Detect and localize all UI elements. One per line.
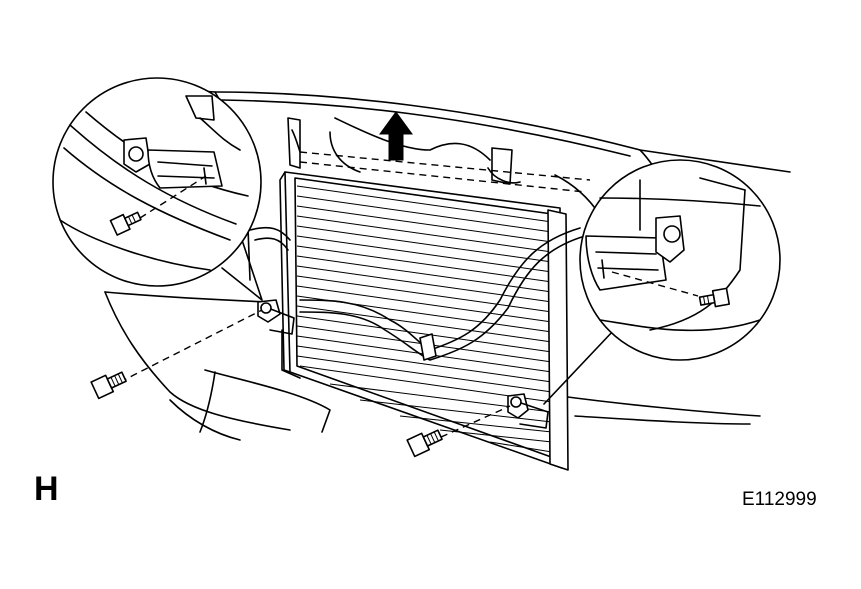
right-detail-callout <box>543 159 781 405</box>
condenser-icon <box>249 171 586 471</box>
view-label: H <box>34 470 59 508</box>
bolt-icon <box>90 309 511 458</box>
left-detail-callout <box>52 77 263 301</box>
figure-code: E112999 <box>742 489 817 510</box>
upper-support <box>287 117 591 193</box>
bracket-icon <box>257 299 549 429</box>
upward-arrow-icon <box>379 111 413 161</box>
